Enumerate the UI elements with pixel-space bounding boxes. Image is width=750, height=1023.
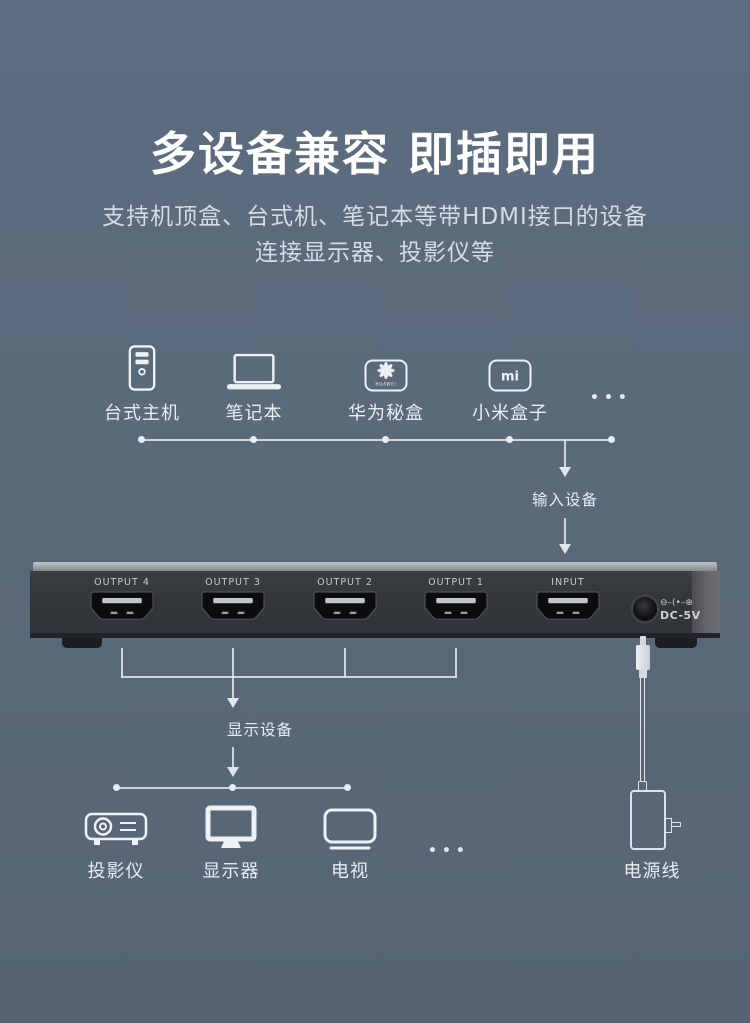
projector-icon — [56, 800, 176, 850]
display-arrow-line-2 — [232, 747, 234, 767]
switcher-right-end-cap — [692, 571, 720, 633]
input-arrow-line-2 — [564, 518, 566, 544]
port-label-output-1: OUTPUT 1 — [428, 577, 484, 588]
output-line-4 — [121, 648, 123, 677]
input-device-desktop-tower: 台式主机 — [82, 342, 202, 425]
hdmi-connector-icon — [424, 591, 488, 620]
input-arrow-line — [564, 440, 566, 467]
arrow-down-icon — [559, 467, 571, 477]
huawei-brand-text: HUAWEI — [376, 382, 397, 387]
output-bus-line — [121, 676, 457, 678]
arrow-down-icon — [559, 544, 571, 554]
node-dot — [608, 436, 615, 443]
output-device-tv: 电视 — [290, 800, 410, 883]
desktop-tower-icon — [82, 342, 202, 392]
output-device-label: 投影仪 — [87, 861, 145, 882]
more-input-devices-ellipsis: ••• — [590, 390, 632, 406]
switcher-foot-left — [62, 638, 102, 648]
hdmi-port-input: INPUT — [534, 577, 602, 627]
input-bus-line — [142, 439, 612, 441]
output-device-label: 电视 — [331, 861, 369, 882]
input-device-huawei-box: HUAWEI 华为秘盒 — [326, 342, 446, 425]
mi-box-icon: mi — [450, 342, 570, 392]
hdmi-port-output-2: OUTPUT 2 — [311, 577, 379, 627]
node-dot — [382, 436, 389, 443]
polarity-mark: ⊖–(•–⊕ — [660, 598, 693, 608]
node-dot — [250, 436, 257, 443]
hdmi-port-output-1: OUTPUT 1 — [422, 577, 490, 627]
node-dot — [113, 784, 120, 791]
output-device-monitor: 显示器 — [171, 800, 291, 883]
input-device-label: 笔记本 — [225, 403, 283, 424]
hdmi-port-output-4: OUTPUT 4 — [88, 577, 156, 627]
dc-plug-tip — [640, 636, 646, 646]
dc-power-jack — [633, 597, 657, 621]
port-label-output-2: OUTPUT 2 — [317, 577, 373, 588]
dc-plug-barrel — [636, 645, 650, 670]
input-group-label: 输入设备 — [531, 491, 598, 509]
hdmi-connector-icon — [536, 591, 600, 620]
input-device-label: 台式主机 — [104, 403, 180, 424]
input-device-label: 小米盒子 — [472, 403, 548, 424]
mi-brand-text: mi — [501, 370, 519, 385]
huawei-flower-logo — [377, 361, 395, 380]
node-dot — [344, 784, 351, 791]
power-adapter-outline — [630, 790, 666, 850]
power-adapter-pin — [671, 822, 681, 827]
subtitle-line-2: 连接显示器、投影仪等 — [255, 240, 495, 266]
hdmi-connector-icon — [313, 591, 377, 620]
node-dot — [138, 436, 145, 443]
dc-power-label: DC-5V — [660, 609, 701, 622]
port-label-output-3: OUTPUT 3 — [205, 577, 261, 588]
dc-plug-step — [639, 669, 647, 678]
subtitle-line-1: 支持机顶盒、台式机、笔记本等带HDMI接口的设备 — [102, 204, 648, 230]
switcher-top-edge — [33, 562, 717, 571]
port-label-input: INPUT — [551, 577, 585, 588]
huawei-box-icon: HUAWEI — [326, 342, 446, 392]
page-title: 多设备兼容 即插即用 — [149, 127, 600, 181]
monitor-icon — [171, 800, 291, 850]
arrow-down-icon — [227, 698, 239, 708]
hdmi-connector-icon — [90, 591, 154, 620]
output-line-3 — [232, 648, 234, 677]
laptop-icon — [194, 342, 314, 392]
output-line-2 — [344, 648, 346, 677]
input-device-laptop: 笔记本 — [194, 342, 314, 425]
node-dot — [229, 784, 236, 791]
display-arrow-line — [232, 676, 234, 698]
more-output-devices-ellipsis: ••• — [428, 843, 470, 859]
input-device-mi-box: mi 小米盒子 — [450, 342, 570, 425]
power-cable — [640, 677, 645, 782]
hdmi-connector-icon — [201, 591, 265, 620]
display-group-label: 显示设备 — [226, 721, 293, 739]
hdmi-port-output-3: OUTPUT 3 — [199, 577, 267, 627]
power-cord-label: 电源线 — [623, 861, 681, 882]
output-line-1 — [455, 648, 457, 677]
tv-icon — [290, 800, 410, 850]
output-device-projector: 投影仪 — [56, 800, 176, 883]
node-dot — [506, 436, 513, 443]
input-device-label: 华为秘盒 — [348, 403, 424, 424]
port-label-output-4: OUTPUT 4 — [94, 577, 150, 588]
arrow-down-icon — [227, 767, 239, 777]
switcher-foot-right — [655, 638, 697, 648]
output-device-label: 显示器 — [202, 861, 260, 882]
